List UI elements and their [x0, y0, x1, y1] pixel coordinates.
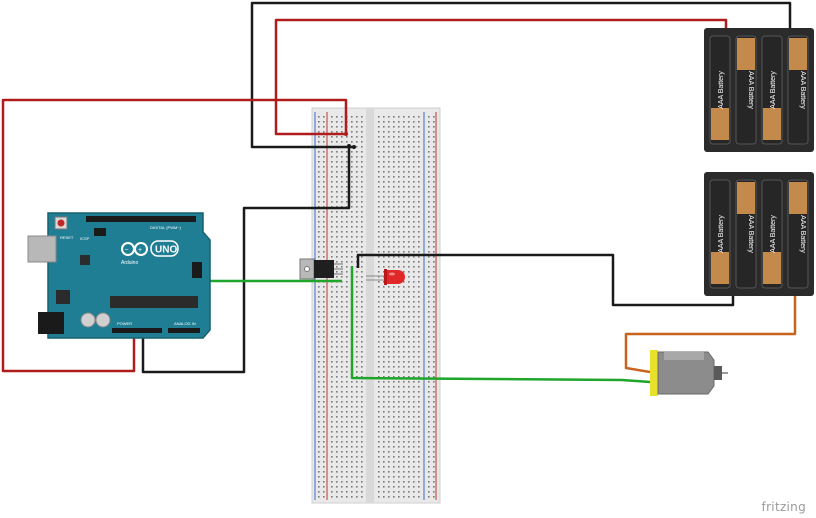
- wire-green-motor: [350, 266, 623, 382]
- wire-orange-motor: [624, 295, 797, 374]
- capacitor-2: [95, 312, 111, 328]
- capacitor-1: [80, 312, 96, 328]
- wire-black-arduino-gnd: [141, 146, 351, 374]
- battery-label: AAA Battery: [718, 215, 725, 253]
- usb-connector: [27, 235, 57, 263]
- wire-black-battery-lower: [356, 253, 735, 307]
- brand-label: Arduino: [121, 260, 138, 266]
- icsp-label: ICSP: [80, 236, 90, 241]
- digital-label: DIGITAL (PWM~): [150, 225, 182, 230]
- digital-header: [86, 216, 196, 222]
- transistor-to220-icon: [299, 258, 343, 280]
- battery-pack-bottom: AAA Battery AAA Battery AAA Battery AAA Bat…: [704, 172, 814, 296]
- svg-text:+: +: [138, 247, 142, 254]
- analog-header: [168, 328, 200, 333]
- breadboard-wire-endpoints: [344, 132, 356, 149]
- wire-red-arduino-5v: [1, 98, 348, 373]
- wire-black-battery-top: [250, 1, 792, 149]
- arduino-infinity-logo-icon: − +: [121, 242, 148, 256]
- breadboard-holes: [318, 116, 435, 498]
- battery-label: AAA Battery: [799, 71, 806, 109]
- atmega-chip: [110, 296, 198, 308]
- battery-label: AAA Battery: [718, 71, 725, 109]
- power-jack: [38, 312, 64, 334]
- breadboard: [311, 107, 441, 504]
- usb-chip: [80, 255, 90, 265]
- wire-red-battery-top: [274, 18, 728, 136]
- power-header: [112, 328, 162, 333]
- voltage-regulator: [56, 290, 70, 304]
- fritzing-watermark: fritzing: [761, 500, 806, 514]
- wire-motor-lead: [621, 378, 651, 384]
- battery-pack-top: AAA Battery AAA Battery AAA Battery AAA Bat…: [704, 28, 814, 152]
- icsp-header: [94, 228, 106, 236]
- battery-label: AAA Battery: [770, 215, 777, 253]
- battery-label: AAA Battery: [747, 71, 754, 109]
- model-label: UNO: [155, 245, 177, 256]
- svg-text:−: −: [125, 247, 129, 254]
- analog-label: ANALOG IN: [174, 321, 196, 326]
- power-label: POWER: [117, 321, 132, 326]
- red-led-icon: [366, 269, 405, 285]
- right-header: [192, 262, 202, 278]
- battery-label: AAA Battery: [770, 71, 777, 109]
- breadboard-rail-lines: [314, 112, 437, 500]
- battery-label: AAA Battery: [747, 215, 754, 253]
- dc-motor-icon: [650, 350, 728, 396]
- arduino-uno: RESET DIGITAL (PWM~) ICSP − + UNO Arduin…: [27, 212, 211, 339]
- battery-label: AAA Battery: [799, 215, 806, 253]
- reset-label: RESET: [60, 235, 74, 240]
